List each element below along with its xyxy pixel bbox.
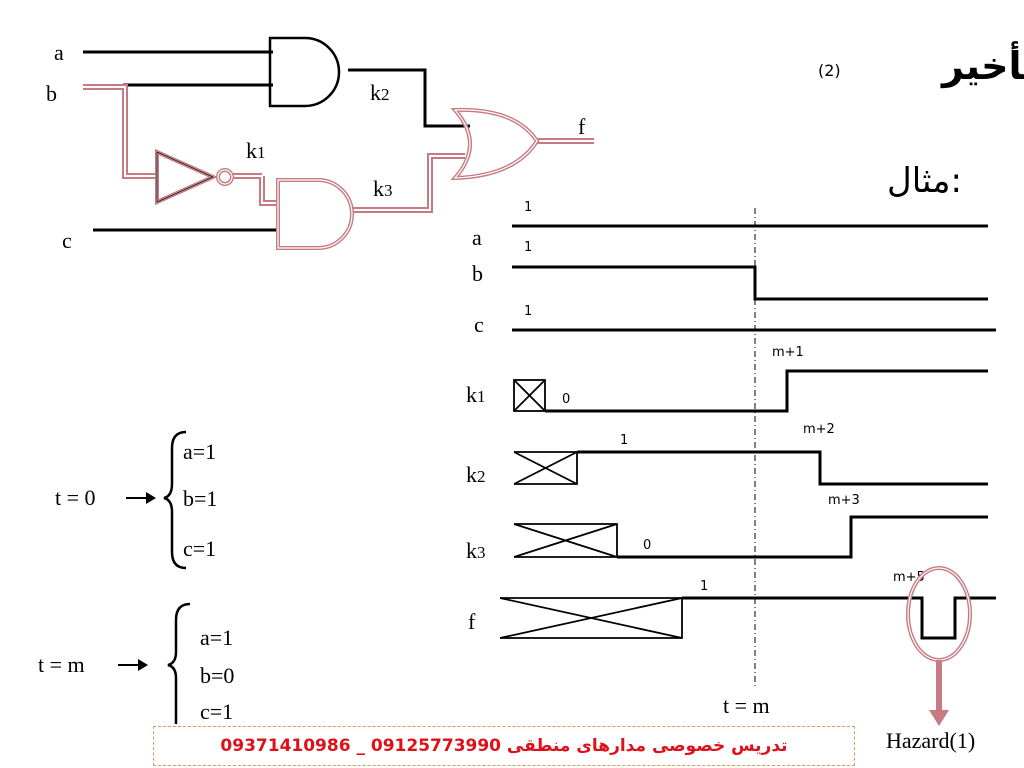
event-label-k1: m+1 xyxy=(772,345,804,360)
state-t0: t = 0 a=1 b=1 c=1 xyxy=(55,430,217,570)
footer-text: تدریس خصوصی مدارهای منطقی 09125773990 _ … xyxy=(220,736,788,756)
event-label-k2: m+2 xyxy=(803,422,835,437)
state-t0-value-a: a=1 xyxy=(183,439,216,464)
event-label-k3: m+3 xyxy=(828,493,860,508)
highlighted-path xyxy=(83,84,594,250)
signal-label-k3: k3 xyxy=(466,538,486,563)
waveform-b xyxy=(512,265,988,301)
brace-t0 xyxy=(163,430,187,570)
waveform-k3 xyxy=(617,515,988,559)
input-label-b: b xyxy=(46,81,57,106)
output-label-f: f xyxy=(578,114,586,139)
example-label: مثال: xyxy=(887,161,962,201)
hazard-label: Hazard(1) xyxy=(886,728,975,753)
level-label-f: 1 xyxy=(700,579,708,594)
footer-banner: تدریس خصوصی مدارهای منطقی 09125773990 _ … xyxy=(153,726,855,766)
brace-tm xyxy=(167,602,191,724)
wire-label-k1: k1 xyxy=(246,138,266,163)
time-marker-label: t = m xyxy=(723,693,770,718)
state-tm: t = m a=1 b=0 c=1 xyxy=(38,602,234,724)
title-suffix: (2) xyxy=(818,61,841,80)
state-tm-value-b: b=0 xyxy=(200,663,234,688)
level-label-k1: 0 xyxy=(562,392,570,407)
level-label-b: 1 xyxy=(524,240,532,255)
wire-k2 xyxy=(348,68,470,128)
signal-label-b: b xyxy=(472,261,483,286)
wire-label-k2: k2 xyxy=(370,80,390,105)
state-t0-value-c: c=1 xyxy=(183,536,216,561)
slide-title: تأخیر xyxy=(940,41,1024,88)
signal-label-k2: k2 xyxy=(466,462,486,487)
input-label-a: a xyxy=(54,40,64,65)
unknown-regions xyxy=(499,379,683,639)
logic-circuit xyxy=(83,36,470,232)
signal-label-k1: k1 xyxy=(466,382,486,407)
wire-label-k3: k3 xyxy=(373,176,393,201)
or-gate xyxy=(450,107,540,181)
state-t0-value-b: b=1 xyxy=(183,486,217,511)
signal-label-a: a xyxy=(472,225,482,250)
waveform-f xyxy=(682,596,996,640)
state-tm-label: t = m xyxy=(38,652,85,677)
state-tm-value-a: a=1 xyxy=(200,625,233,650)
state-tm-value-c: c=1 xyxy=(200,699,233,724)
level-label-k3: 0 xyxy=(643,538,651,553)
level-label-c: 1 xyxy=(524,304,532,319)
and-gate-2 xyxy=(276,178,354,250)
and-gate-1 xyxy=(268,36,341,108)
state-t0-label: t = 0 xyxy=(55,485,96,510)
input-label-c: c xyxy=(62,228,72,253)
signal-label-c: c xyxy=(474,312,484,337)
level-label-a: 1 xyxy=(524,200,532,215)
timing-diagram: a b c k1 k2 k3 f 1 1 1 0 1 0 1 m+1 m+2 m… xyxy=(466,200,996,753)
waveform-k2 xyxy=(577,450,988,486)
not-gate xyxy=(155,148,218,206)
waveform-k1 xyxy=(545,369,988,413)
hazard-arrow-head-icon xyxy=(929,710,949,726)
signal-label-f: f xyxy=(468,609,476,634)
level-label-k2: 1 xyxy=(620,433,628,448)
